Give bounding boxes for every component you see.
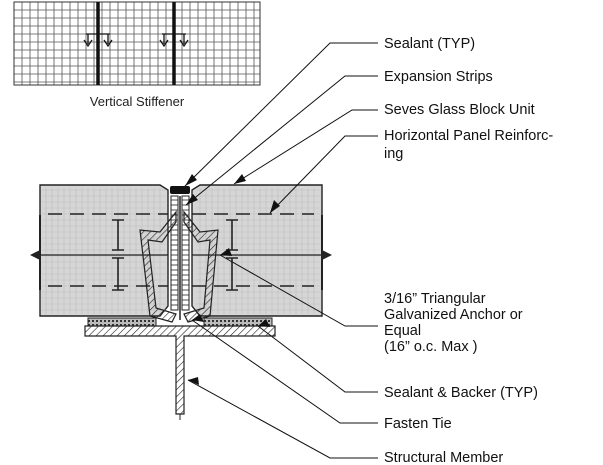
label-anchor-1: 3/16” Triangular [384,291,486,307]
center-joint [170,186,190,320]
triangular-anchor [139,210,219,323]
leader-arrowheads [185,174,280,385]
label-sealant-backer: Sealant & Backer (TYP) [384,385,538,401]
label-anchor-4: (16” o.c. Max ) [384,339,477,355]
backer-pad-left [87,317,157,327]
label-panel-reinforcing-2: ing [384,146,403,162]
top-sealant [170,186,190,194]
label-sealant-typ: Sealant (TYP) [384,36,475,52]
label-glass-block-unit: Seves Glass Block Unit [384,102,535,118]
leader-fasten-tie [191,319,378,424]
callout-labels: Sealant (TYP) Expansion Strips Seves Gla… [384,36,553,465]
leader-lines [184,42,378,459]
inset-caption: Vertical Stiffener [90,94,185,109]
label-panel-reinforcing-1: Horizontal Panel Reinforc- [384,128,553,144]
leader-glass-block [233,109,378,185]
label-anchor-3: Equal [384,323,421,339]
leader-expansion-strips [185,75,378,206]
inset-stiffener-grid [13,1,261,86]
label-anchor-2: Galvanized Anchor or [384,307,523,323]
glass-block-left [30,184,169,317]
label-structural-member: Structural Member [384,450,503,465]
leader-structural-member [187,379,378,459]
leader-panel-reinforcing [269,135,378,214]
leader-sealant-backer [257,325,378,393]
section-arrow-right [159,33,189,48]
label-fasten-tie: Fasten Tie [384,416,452,432]
structural-member-shape [84,325,276,420]
section-arrow-left [83,33,113,48]
glass-block-right [191,184,332,317]
leader-anchor [219,254,378,327]
label-expansion-strips: Expansion Strips [384,69,493,85]
leader-sealant-typ [184,42,378,187]
